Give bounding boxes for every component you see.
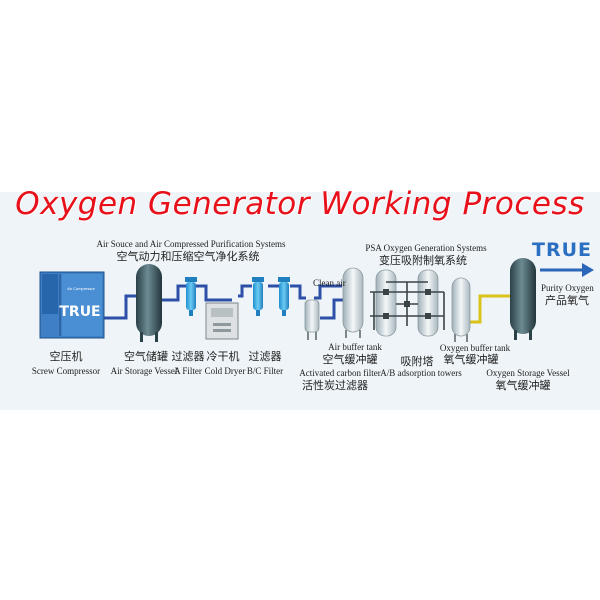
oxygen-buffer-tank-label-cn: 氧气缓冲罐 (443, 354, 499, 366)
adsorption-towers-label-cn: 吸附塔 (400, 356, 434, 368)
screw-compressor: Air Compressor TRUE (39, 271, 105, 339)
air-storage-vessel-label-en: Air Storage Vessel (110, 366, 178, 376)
bc-filter-label-cn: 过滤器 (248, 351, 282, 363)
oxygen-storage-vessel-label-en: Oxygen Storage Vessel (486, 368, 570, 378)
air-buffer-tank (342, 267, 364, 338)
section-purification-en: Air Souce and Air Compressed Purificatio… (96, 239, 286, 249)
purity-oxygen-label-cn: 产品氧气 (545, 295, 589, 307)
cold-dryer-label-en: Cold Dryer (204, 366, 246, 376)
oxygen-buffer-tank-label-en: Oxygen buffer tank (439, 343, 511, 353)
a-filter-label-en: A Filter (174, 366, 202, 376)
b-filter (252, 277, 264, 316)
air-storage-vessel-label-cn: 空气储罐 (124, 351, 168, 363)
adsorption-towers-label-en: A/B adsorption towers (380, 368, 462, 378)
section-psa-en: PSA Oxygen Generation Systems (365, 243, 487, 253)
air-pipes (104, 284, 344, 320)
oxygen-pipe (470, 294, 510, 324)
c-filter (278, 277, 290, 316)
air-buffer-tank-label-cn: 空气缓冲罐 (322, 354, 378, 366)
section-psa-cn: 变压吸附制氧系统 (379, 255, 467, 267)
section-purification-cn: 空气动力和压缩空气净化系统 (116, 251, 260, 263)
screw-compressor-label-en: Screw Compressor (31, 366, 101, 376)
page-title: Oxygen Generator Working Process (15, 186, 585, 222)
a-filter-label-cn: 过滤器 (171, 351, 205, 363)
activated-carbon-filter (304, 299, 320, 340)
compressor-brand-logo: TRUE (59, 304, 100, 320)
air-storage-vessel (136, 264, 162, 342)
clean-air-label: Clean air (313, 278, 346, 288)
screw-compressor-label-cn: 空压机 (49, 351, 83, 363)
adsorption-towers (370, 269, 445, 337)
compressor-caption: Air Compressor (67, 286, 95, 291)
brand-logo: TRUE (532, 239, 592, 261)
activated-carbon-filter-label-en: Activated carbon filter (299, 368, 381, 378)
purity-oxygen-label-en: Purity Oxygen (541, 283, 594, 293)
cold-dryer (205, 302, 239, 340)
oxygen-buffer-tank (451, 277, 471, 342)
air-buffer-tank-label-en: Air buffer tank (328, 342, 382, 352)
cold-dryer-label-cn: 冷干机 (206, 351, 240, 363)
oxygen-storage-vessel-label-cn: 氧气缓冲罐 (495, 380, 551, 392)
bc-filter-label-en: B/C Filter (246, 366, 284, 376)
a-filter (185, 277, 197, 316)
purity-oxygen-arrow (540, 263, 594, 277)
activated-carbon-filter-label-cn: 活性炭过滤器 (302, 380, 368, 392)
oxygen-storage-vessel (510, 258, 536, 340)
